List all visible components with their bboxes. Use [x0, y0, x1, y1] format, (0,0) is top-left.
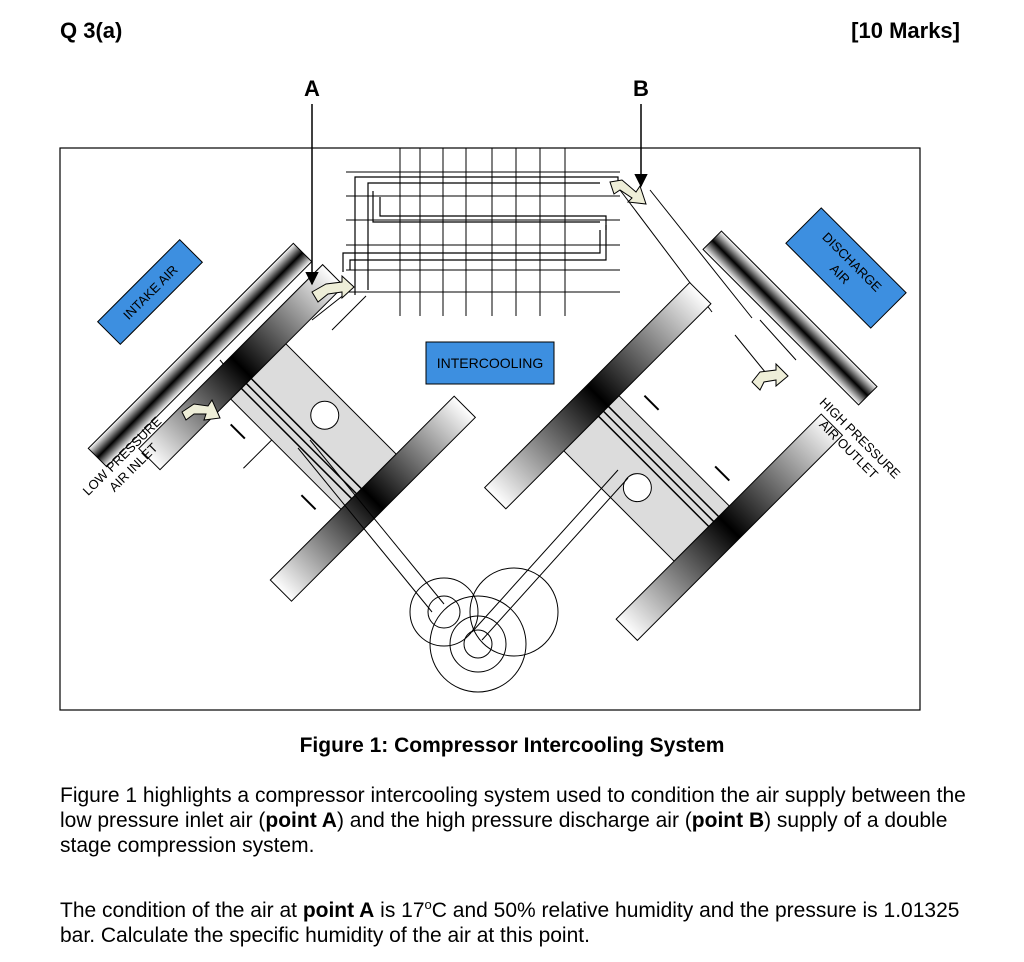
p2-text-3: C and 50% relative humidity and the pres… [60, 899, 960, 947]
description-paragraph: Figure 1 highlights a compressor interco… [60, 783, 980, 858]
point-b-label: B [633, 76, 649, 101]
crankshaft [409, 567, 559, 693]
p1-point-b: point B [691, 809, 765, 832]
high-pressure-cylinder [483, 281, 844, 642]
intercooler-grid [346, 148, 620, 316]
flow-arrows [181, 179, 789, 421]
intercooling-box: INTERCOOLING [425, 341, 555, 385]
low-pressure-cylinder [138, 263, 477, 602]
figure-caption: Figure 1: Compressor Intercooling System [299, 734, 725, 757]
question-number: Q 3(a) [60, 18, 123, 43]
compressor-diagram: A B INTAKE AIR DISCHARGE AIR INTERCOOLIN… [59, 76, 921, 711]
connecting-rods [297, 439, 629, 641]
p2-text-2: is 17 [374, 899, 425, 922]
degree-superscript: o [424, 897, 432, 912]
intake-filter [87, 242, 313, 468]
point-a-marker: A [304, 76, 320, 286]
p1-text-1: Figure 1 highlights a compressor interco… [60, 784, 966, 832]
discharge-air-box: DISCHARGE AIR [785, 207, 907, 329]
discharge-filter [702, 230, 878, 406]
point-a-label: A [304, 76, 320, 101]
p2-point-a: point A [302, 899, 375, 922]
diagram-frame [59, 147, 921, 711]
p1-point-a: point A [265, 809, 337, 832]
p1-text-2: ) and the high pressure discharge air ( [336, 809, 692, 832]
marks-label: [10 Marks] [851, 18, 960, 43]
p1-text-3: ) supply of a double stage compression s… [60, 809, 948, 857]
point-b-marker: B [633, 76, 649, 188]
intercooling-label: INTERCOOLING [437, 355, 544, 371]
question-paragraph: The condition of the air at point A is 1… [60, 892, 980, 948]
p2-text-1: The condition of the air at [60, 899, 303, 922]
